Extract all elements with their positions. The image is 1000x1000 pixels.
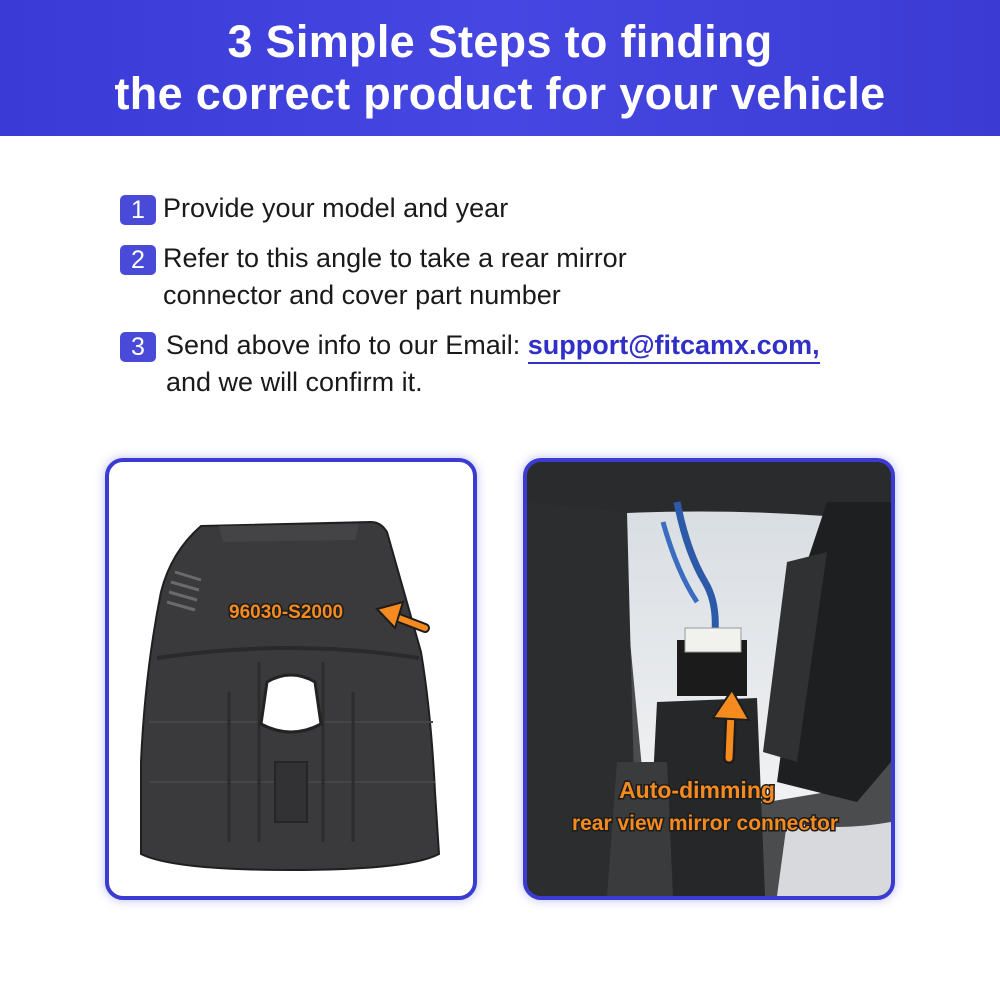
header-banner: 3 Simple Steps to finding the correct pr…	[0, 0, 1000, 136]
page-title-line-1: 3 Simple Steps to finding	[227, 16, 773, 67]
step-3-text-line-1: Send above info to our Email:	[166, 330, 528, 360]
step-1-text: Provide your model and year	[163, 193, 509, 223]
step-3-text-line-2: and we will confirm it.	[166, 367, 423, 397]
mirror-cover-photo-card: 96030-S2000	[105, 458, 477, 900]
step-2: 2 Refer to this angle to take a rear mir…	[120, 240, 627, 314]
step-3: 3 Send above info to our Email: support@…	[120, 327, 820, 401]
step-1: 1 Provide your model and year	[120, 190, 508, 227]
mirror-connector-photo: Auto-dimming rear view mirror connector	[527, 462, 891, 896]
support-email-link[interactable]: support@fitcamx.com,	[527, 330, 820, 364]
arrow-up-icon	[711, 688, 751, 764]
page-title-line-2: the correct product for your vehicle	[114, 68, 886, 119]
arrow-left-icon	[375, 600, 430, 633]
part-number-label: 96030-S2000	[229, 602, 343, 623]
step-2-text-line-1: Refer to this angle to take a rear mirro…	[163, 243, 627, 273]
connector-label-line-2: rear view mirror connector	[572, 812, 838, 835]
step-number-badge: 3	[120, 332, 156, 362]
step-2-text-line-2: connector and cover part number	[163, 280, 561, 310]
step-number-badge: 1	[120, 195, 156, 225]
connector-label-line-1: Auto-dimming	[619, 777, 775, 803]
mirror-cover-photo: 96030-S2000	[140, 520, 441, 872]
step-number-badge: 2	[120, 245, 156, 275]
mirror-connector-photo-card: Auto-dimming rear view mirror connector	[523, 458, 895, 900]
